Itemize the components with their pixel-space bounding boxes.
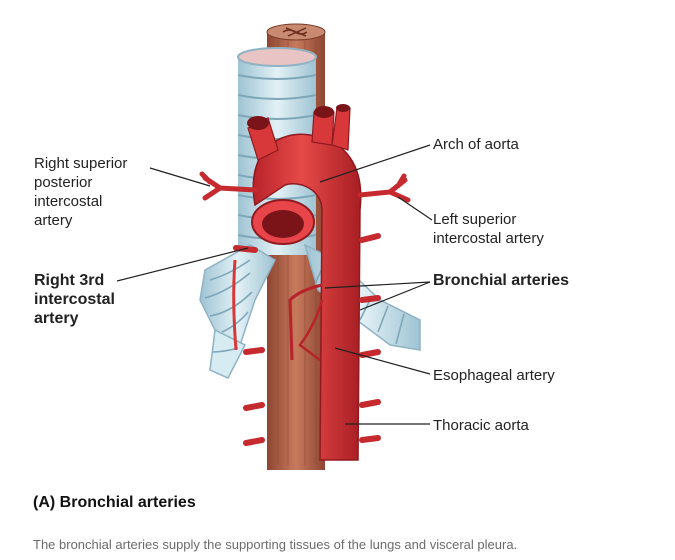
- label-line: artery: [34, 310, 79, 327]
- label-line: artery: [34, 212, 73, 229]
- label-line: intercostal artery: [433, 230, 544, 247]
- label-arch-of-aorta: Arch of aorta: [433, 136, 519, 153]
- pointer-lines: [116, 144, 433, 425]
- label-bronchial-arteries: Bronchial arteries: [433, 272, 570, 289]
- label-right-3rd-intercostal-artery: Right 3rd intercostal artery: [34, 271, 115, 328]
- label-line: posterior: [34, 174, 93, 191]
- figure-title: (A) Bronchial arteries: [33, 494, 196, 511]
- label-thoracic-aorta: Thoracic aorta: [433, 417, 529, 434]
- label-line: intercostal: [34, 193, 103, 210]
- aorta: [199, 104, 411, 461]
- label-line: Right superior: [34, 155, 128, 172]
- label-left-superior-intercostal-artery: Left superior intercostal artery: [433, 210, 544, 248]
- label-line: Right 3rd: [34, 272, 105, 289]
- right-bronchus: [199, 244, 276, 379]
- figure-caption: The bronchial arteries supply the suppor…: [33, 537, 518, 552]
- label-line: intercostal: [34, 291, 115, 308]
- label-esophageal-artery: Esophageal artery: [433, 367, 555, 384]
- label-right-superior-posterior-intercostal-artery: Right superior posterior intercostal art…: [34, 154, 127, 230]
- label-line: Left superior: [433, 211, 517, 228]
